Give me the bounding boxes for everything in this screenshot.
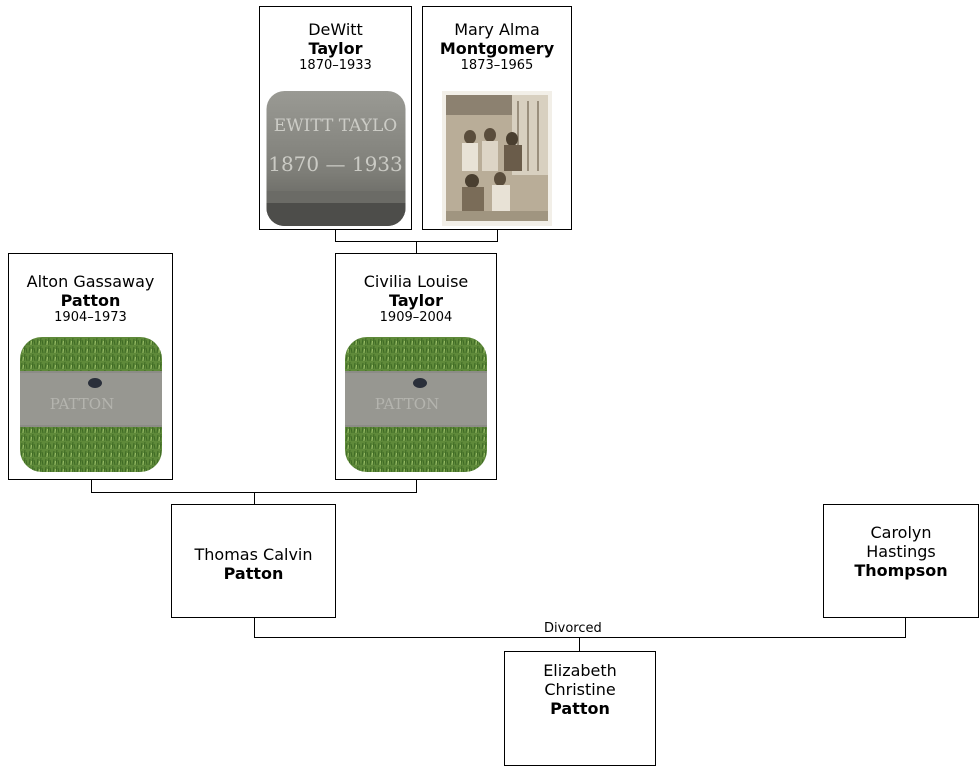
surname: Taylor [389,291,443,310]
grave-marker-photo: PATTON [19,337,162,472]
connector [254,492,255,504]
person-card-mary-montgomery[interactable]: Mary Alma Montgomery 1873–1965 [422,6,572,230]
marker-text: PATTON [375,395,439,413]
connector [91,479,92,492]
family-photo [442,91,552,226]
given-name: Christine [544,680,616,699]
headstone-photo: EWITT TAYLO 1870 — 1933 [266,91,405,226]
headstone-text: EWITT TAYLO [273,116,396,136]
person-card-elizabeth-patton[interactable]: Elizabeth Christine Patton [504,651,656,766]
surname: Montgomery [439,39,555,58]
life-dates: 1904–1973 [54,310,127,325]
given-name: Hastings [866,542,936,561]
person-card-alton-patton[interactable]: Alton Gassaway Patton 1904–1973 PATTON [8,253,173,480]
life-dates: 1870–1933 [299,58,372,73]
surname: Patton [550,699,610,718]
connector [254,637,906,638]
grave-marker-photo: PATTON [345,337,487,472]
connector [905,617,906,637]
connector [416,241,417,253]
person-card-civilia-taylor[interactable]: Civilia Louise Taylor 1909–2004 PATTON [335,253,497,480]
given-name: Elizabeth [543,661,617,680]
connector [254,617,255,637]
given-name: Mary Alma [454,20,540,39]
life-dates: 1873–1965 [460,58,534,73]
connector [416,479,417,492]
connector [579,637,580,651]
surname: Patton [223,564,284,583]
connector [497,229,498,241]
person-card-carolyn-thompson[interactable]: Carolyn Hastings Thompson [823,504,979,618]
surname: Patton [60,291,121,310]
given-name: Carolyn [870,523,932,542]
given-name: Thomas Calvin [194,545,313,564]
divorced-label: Divorced [542,621,604,636]
life-dates: 1909–2004 [379,310,453,325]
person-card-dewitt-taylor[interactable]: DeWitt Taylor 1870–1933 EWITT TAYLO 1870… [259,6,412,230]
surname: Thompson [854,561,948,580]
person-card-thomas-patton[interactable]: Thomas Calvin Patton [171,504,336,618]
given-name: Civilia Louise [363,272,469,291]
given-name: DeWitt [308,20,363,39]
surname: Taylor [308,39,363,58]
headstone-text: 1870 — 1933 [268,152,403,176]
marker-text: PATTON [49,395,113,413]
connector [335,229,336,241]
given-name: Alton Gassaway [26,272,155,291]
